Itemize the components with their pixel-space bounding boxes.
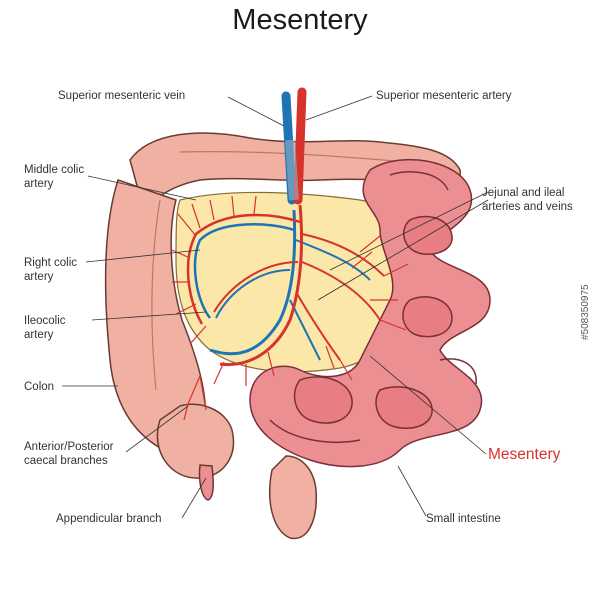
label-superior-mesenteric-artery: Superior mesenteric artery: [376, 90, 512, 102]
appendix: [198, 464, 214, 501]
label-superior-mesenteric-vein: Superior mesenteric vein: [58, 90, 186, 102]
label-mesentery: Mesentery: [488, 446, 561, 463]
label-ileocolic-artery: Ileocolic artery: [24, 315, 66, 341]
stock-id: #508350975: [580, 284, 591, 340]
blood-vessels: [171, 87, 409, 421]
leader-lines: [62, 95, 489, 519]
label-jejunal-ileal-arteries-veins: Jejunal and ileal arteries and veins: [482, 187, 573, 213]
superior-mesenteric-artery-trunk: [293, 87, 307, 205]
small-intestine: [249, 158, 491, 468]
diagram-title: Mesentery: [232, 4, 368, 36]
label-small-intestine: Small intestine: [426, 513, 501, 525]
caecum: [156, 403, 235, 479]
label-appendicular-branch: Appendicular branch: [56, 513, 162, 525]
label-colon: Colon: [24, 381, 55, 393]
label-right-colic-artery: Right colic artery: [24, 257, 78, 283]
label-middle-colic-artery: Middle colic artery: [24, 164, 85, 190]
descending-colon: [269, 455, 317, 540]
label-caecal-branches: Anterior/Posterior caecal branches: [24, 441, 114, 467]
